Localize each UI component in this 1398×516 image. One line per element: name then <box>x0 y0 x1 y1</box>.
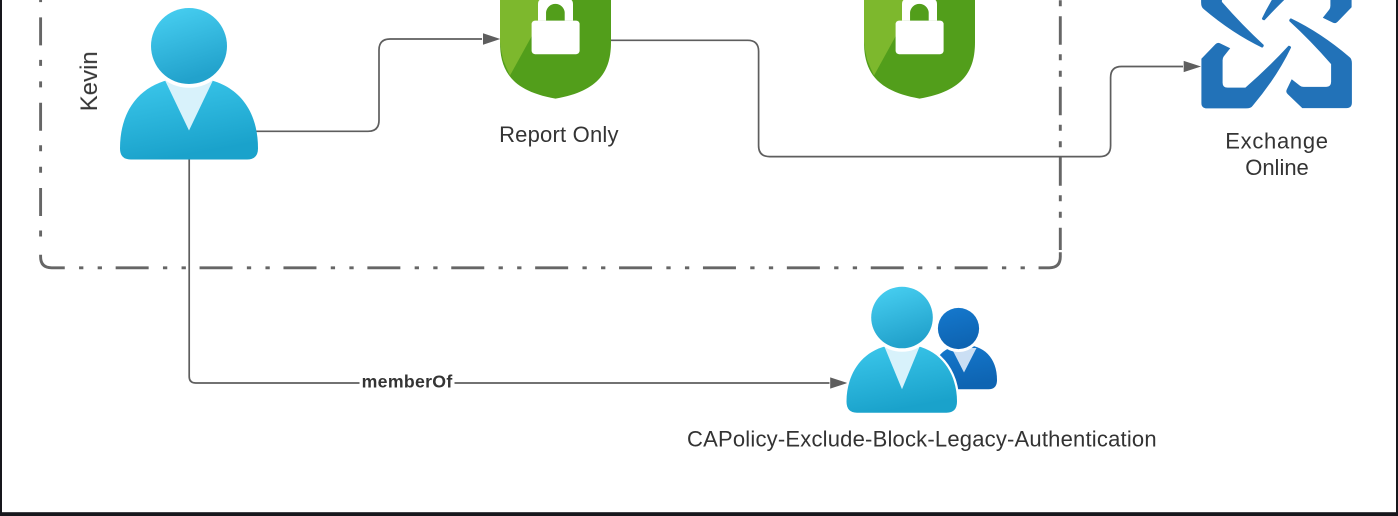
svg-text:Exchange: Exchange <box>1225 129 1328 154</box>
svg-text:Kevin: Kevin <box>76 51 103 111</box>
svg-text:Online: Online <box>1245 155 1309 180</box>
svg-text:memberOf: memberOf <box>362 371 453 391</box>
svg-text:CAPolicy-Exclude-Block-Legacy-: CAPolicy-Exclude-Block-Legacy-Authentica… <box>687 426 1157 451</box>
svg-text:Report Only: Report Only <box>499 122 619 147</box>
